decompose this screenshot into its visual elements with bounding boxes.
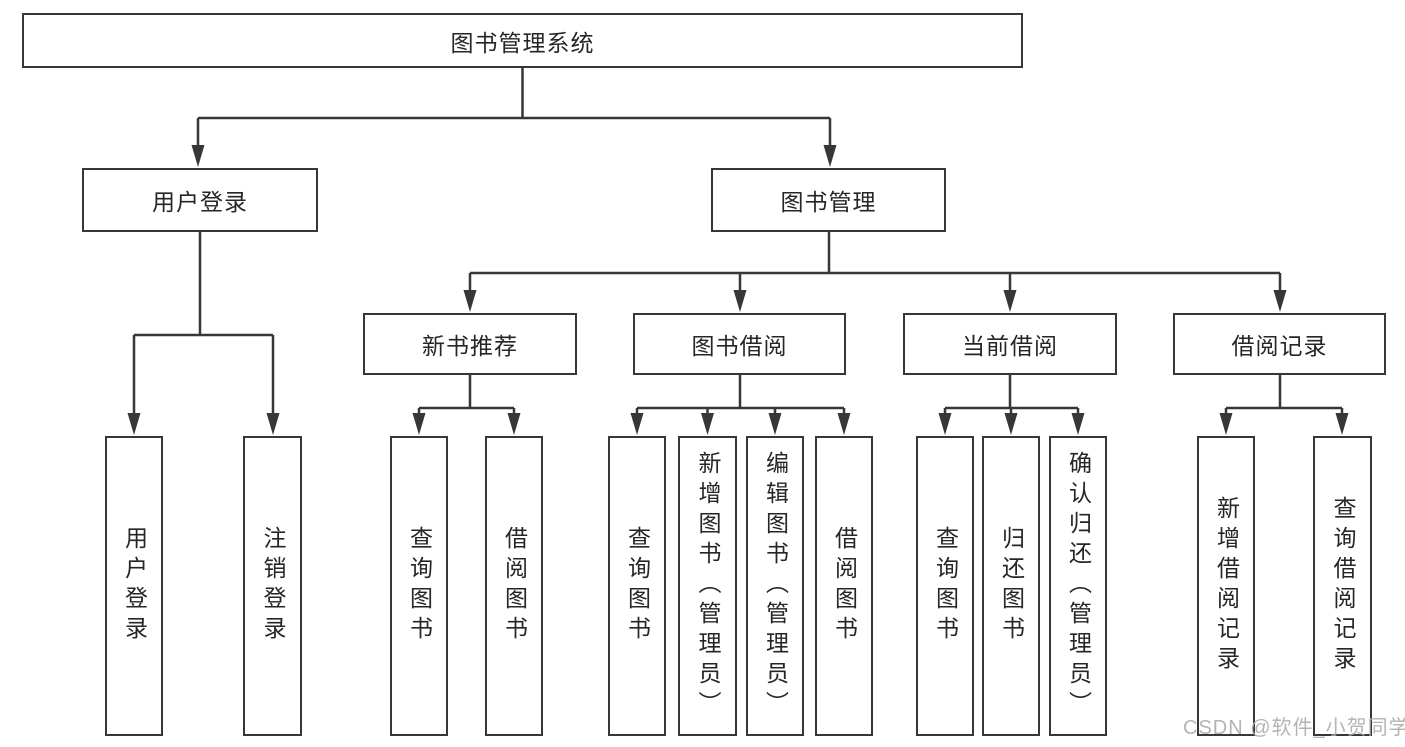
leaf-confirm-return-admin: 确认归还（管理员） (1049, 436, 1107, 736)
leaf-user-login: 用户登录 (105, 436, 163, 736)
leaf-query-books-recommend: 查询图书 (390, 436, 448, 736)
leaf-edit-book-admin: 编辑图书（管理员） (746, 436, 804, 736)
leaf-borrow-books-borrowing: 借阅图书 (815, 436, 873, 736)
leaf-add-borrow-record: 新增借阅记录 (1197, 436, 1255, 736)
leaf-borrow-books-recommend: 借阅图书 (485, 436, 543, 736)
node-borrowing-records: 借阅记录 (1173, 313, 1386, 375)
node-user-login: 用户登录 (82, 168, 318, 232)
leaf-query-books-current: 查询图书 (916, 436, 974, 736)
leaf-query-books-borrowing: 查询图书 (608, 436, 666, 736)
node-book-management: 图书管理 (711, 168, 946, 232)
node-current-borrowing: 当前借阅 (903, 313, 1117, 375)
csdn-watermark: CSDN @软件_小贺同学 (1183, 717, 1405, 739)
leaf-return-books: 归还图书 (982, 436, 1040, 736)
node-new-book-recommend: 新书推荐 (363, 313, 577, 375)
node-root: 图书管理系统 (22, 13, 1023, 68)
node-book-borrowing: 图书借阅 (633, 313, 846, 375)
leaf-logout: 注销登录 (243, 436, 302, 736)
leaf-add-book-admin: 新增图书（管理员） (678, 436, 737, 736)
leaf-query-borrow-record: 查询借阅记录 (1313, 436, 1372, 736)
